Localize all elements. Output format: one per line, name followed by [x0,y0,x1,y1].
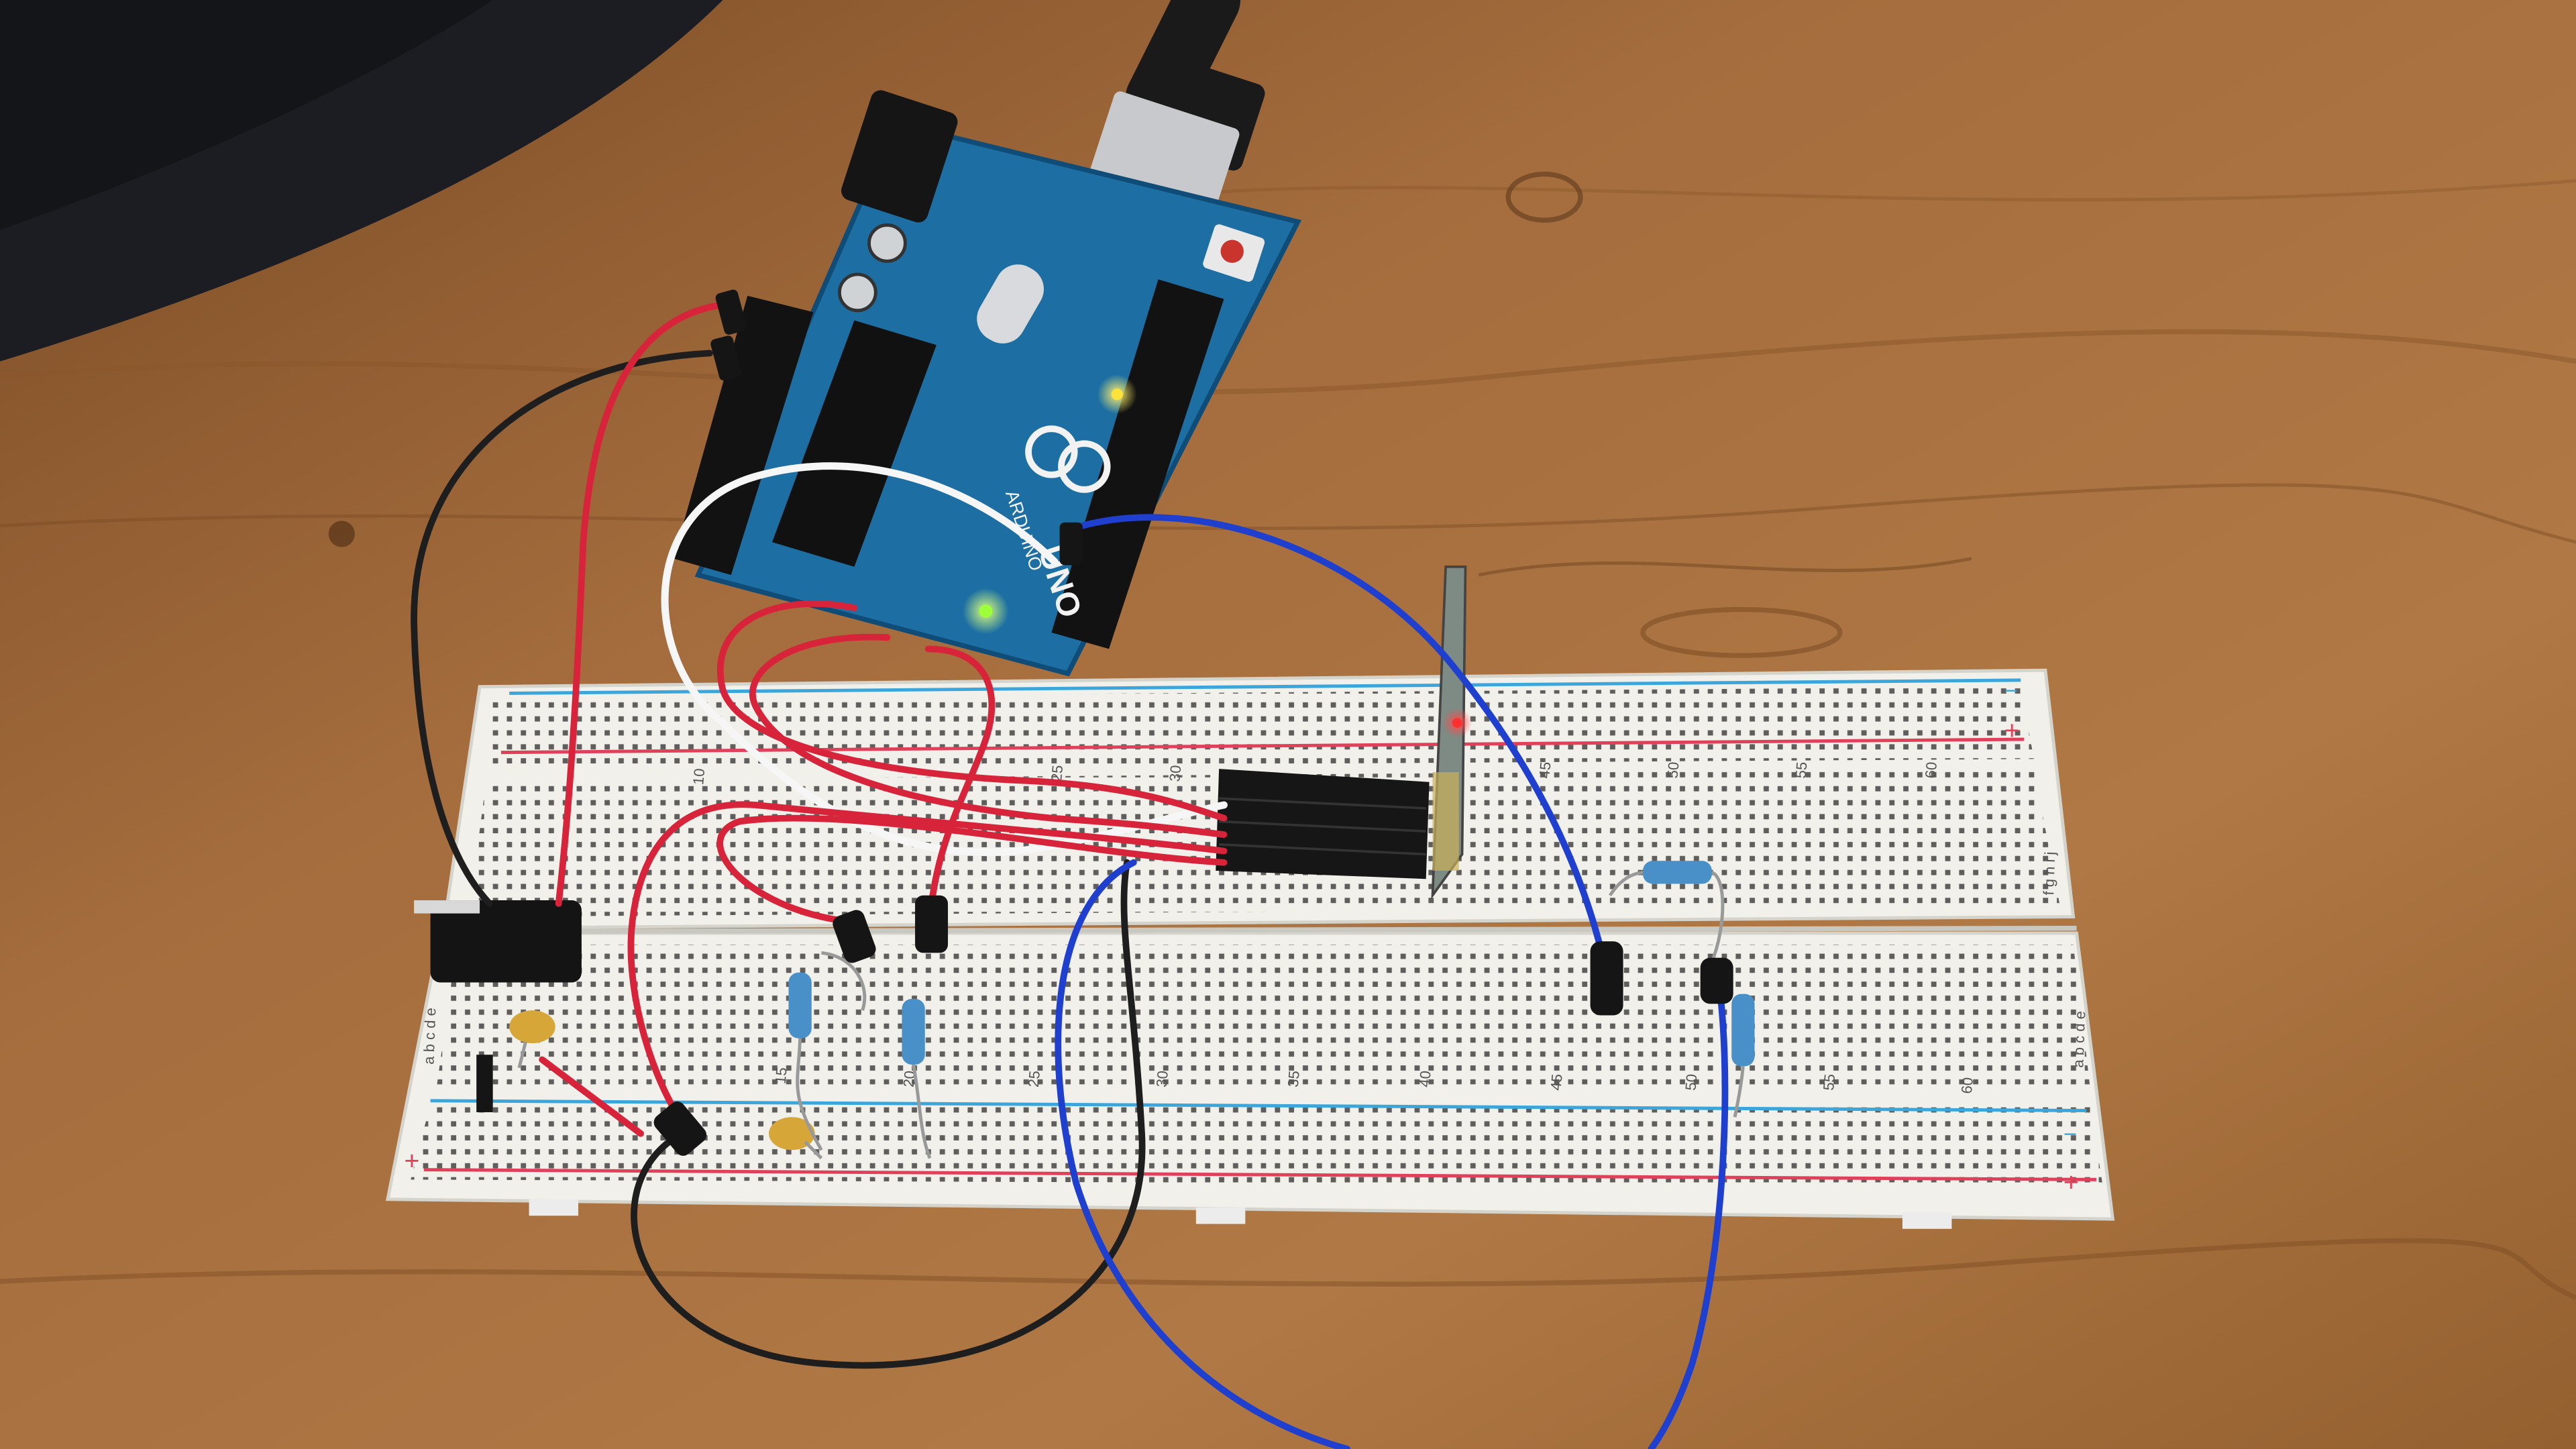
top-number: 45 [1536,761,1554,780]
red-wire-data-2 [749,633,1228,838]
bottom-left-plus-sign: + [404,1147,419,1176]
dupont-connector-block [1216,769,1430,879]
resistor-4 [1731,994,1755,1118]
jumper-plug [1590,941,1623,1016]
bottom-number: 55 [1820,1073,1838,1091]
bottom-number: 60 [1958,1077,1976,1095]
blue-wire-1 [1067,514,1605,957]
jumper-plug [476,1055,493,1112]
bottom-number: 45 [1548,1073,1566,1091]
bottom-terminal-holes [437,945,2090,1085]
bottom-number: 40 [1416,1070,1434,1088]
jumper-plug [1700,957,1733,1004]
capacitor-1 [867,223,907,263]
power-led [1111,388,1123,400]
black-wire-loop [631,859,1146,1369]
module-led [1452,718,1462,728]
status-led [979,604,993,618]
top-number: 50 [1664,761,1682,780]
blue-wire-2 [1055,859,1351,1449]
bottom-number: 50 [1682,1073,1700,1091]
arduino-logo [1025,425,1111,493]
capacitor-2 [837,272,877,313]
module-pins [1432,772,1459,871]
jumper-plug [833,910,876,963]
bottom-number: 30 [1153,1070,1171,1088]
resistor-1 [788,951,867,1151]
blue-wire-3 [1648,966,1729,1449]
red-wire-rail [539,1056,644,1137]
ceramic-capacitor-2 [769,1117,823,1160]
laptop-shadow [0,0,493,230]
top-power-rail-holes [486,686,2034,769]
bottom-number: 15 [772,1067,790,1085]
black-wire-gnd [411,350,713,907]
right-header [1051,279,1224,649]
top-number: 55 [1792,761,1811,780]
arduino-board: ARDUINO UNO [674,90,1302,677]
bottom-left-row-letters: a b c d e [421,1008,439,1065]
jumper-plug [715,289,747,335]
jumper-plug [1059,522,1083,566]
voltage-regulator [414,900,582,983]
dc-jack [841,90,958,223]
jumper-plug [915,895,949,953]
atmega-chip [772,320,936,567]
resistor-2 [902,998,932,1159]
red-wire-5v [555,301,735,907]
jumper-plugs [476,289,1733,1156]
jumper-plug [653,1101,707,1156]
red-wire-data-1 [716,600,1228,822]
jumper-plug [710,335,742,381]
top-number: 60 [1922,761,1940,780]
wires [411,301,1729,1449]
crystal [977,264,1044,343]
top-blue-rail-line [509,678,2021,695]
bottom-number: 35 [1285,1070,1303,1088]
bottom-blue-rail-line [430,1099,2087,1112]
top-column-numbers: 10 25 30 45 50 55 60 [690,761,1940,786]
bottom-plus-sign: + [2063,1169,2079,1197]
bottom-number: 25 [1025,1070,1043,1088]
top-number: 10 [690,767,708,786]
red-wire-data-3 [924,645,996,924]
top-row-letters: f g h i j [2040,851,2058,896]
white-wire [661,462,1228,857]
red-wire-data-4 [627,801,1228,1118]
ceramic-capacitor-1 [509,1010,555,1069]
bottom-minus-sign: − [2063,1122,2077,1147]
rf-module [1431,566,1472,900]
top-minus-sign: − [2004,678,2018,704]
top-plus-sign: + [2004,716,2020,745]
red-wire-data-5 [716,814,1228,924]
top-number: 30 [1166,765,1184,783]
bottom-row-letters: a b c d e [2070,1011,2088,1068]
bottom-red-rail-line [423,1168,2096,1181]
breadboard: − + − + + 10 25 30 45 50 55 60 15 20 25 … [385,668,2115,1221]
breadboard-clips [529,1199,1952,1229]
resistor-3 [1608,861,1725,970]
bottom-power-rail-holes [411,1104,2103,1187]
